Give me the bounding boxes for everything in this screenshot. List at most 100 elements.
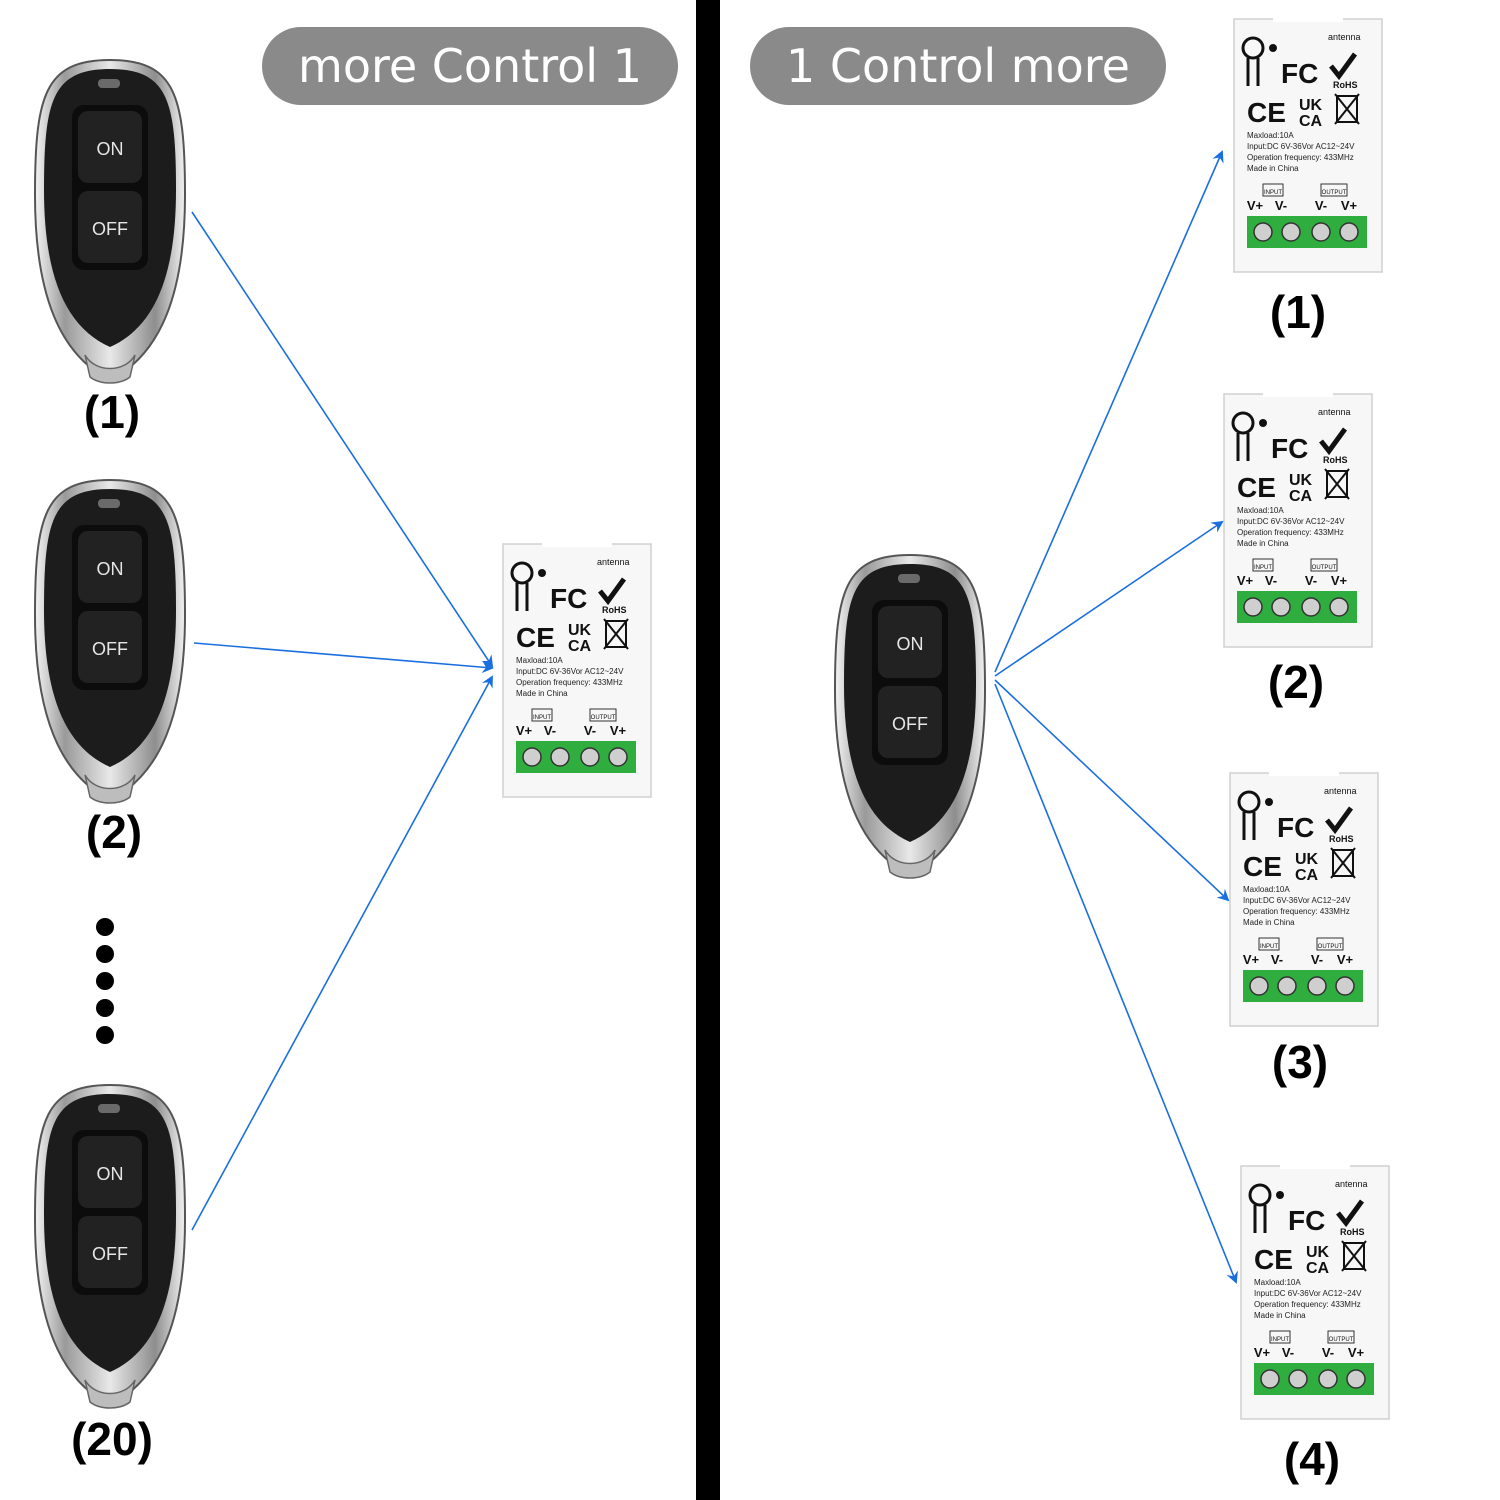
antenna-label: antenna <box>1335 1179 1368 1189</box>
spec-line: Operation frequency: 433MHz <box>1247 153 1354 162</box>
terminal-label: V- <box>584 723 596 738</box>
rohs-mark: RoHS <box>1340 1227 1365 1237</box>
module-graphic: antenna FC RoHS CE UK CA Maxload:10A Inp… <box>1233 16 1383 273</box>
terminal-label: V+ <box>1247 198 1264 213</box>
output-label: OUTPUT <box>1322 190 1347 196</box>
output-label: OUTPUT <box>1318 944 1343 950</box>
arrow-remote1-to-module <box>191 211 494 668</box>
ukca-mark-bottom: CA <box>1295 867 1319 884</box>
rohs-mark: RoHS <box>602 605 627 615</box>
module-graphic: antenna FC RoHS CE UK CA Maxload:10A Inp… <box>1223 391 1373 648</box>
module-label-4: (4) <box>1283 1433 1341 1485</box>
terminal-label: V+ <box>1237 573 1254 588</box>
arrow-remote2-to-module <box>193 642 494 674</box>
ukca-mark-top: UK <box>568 622 592 639</box>
ce-mark: CE <box>1247 97 1286 128</box>
spec-line: Operation frequency: 433MHz <box>1237 528 1344 537</box>
ce-mark: CE <box>1237 472 1276 503</box>
terminal-label: V+ <box>1243 952 1260 967</box>
spec-line: Input:DC 6V-36Vor AC12~24V <box>1247 142 1355 151</box>
terminal-label: V- <box>1271 952 1283 967</box>
terminal-label: V+ <box>1348 1345 1365 1360</box>
arrow-remote20-to-module <box>191 675 493 1231</box>
on-button-label: ON <box>897 634 924 654</box>
fc-mark: FC <box>550 583 587 614</box>
spec-line: Made in China <box>516 689 568 698</box>
spec-line: Input:DC 6V-36Vor AC12~24V <box>516 667 624 676</box>
arrow-remote-to-module1 <box>994 150 1224 673</box>
remote-label-20: (20) <box>71 1413 153 1465</box>
antenna-label: antenna <box>1318 407 1351 417</box>
on-button-label: ON <box>97 139 124 159</box>
ukca-mark-top: UK <box>1289 472 1313 489</box>
receiver-module-2: antenna FC RoHS CE UK CA Maxload:10A Inp… <box>1223 391 1373 652</box>
terminal-label: V+ <box>1331 573 1348 588</box>
right-panel-title-pill: 1 Control more <box>750 27 1166 105</box>
terminal-label: V+ <box>1254 1345 1271 1360</box>
remote-control-2: ON OFF <box>30 475 190 809</box>
output-label: OUTPUT <box>1312 565 1337 571</box>
fc-mark: FC <box>1281 58 1318 89</box>
spec-line: Made in China <box>1254 1311 1306 1320</box>
spec-line: Maxload:10A <box>1254 1278 1301 1287</box>
module-label-3: (3) <box>1271 1036 1329 1088</box>
output-label: OUTPUT <box>591 715 616 721</box>
module-graphic: antenna FC RoHS CE UK CA Maxload:10A Inp… <box>1229 770 1379 1027</box>
off-button-label: OFF <box>92 639 128 659</box>
spec-line: Maxload:10A <box>1247 131 1294 140</box>
remote-graphic: ON OFF <box>33 1083 187 1409</box>
rohs-mark: RoHS <box>1329 834 1354 844</box>
remote-graphic: ON OFF <box>833 553 987 879</box>
spec-line: Operation frequency: 433MHz <box>1243 907 1350 916</box>
remote-control-single: ON OFF <box>830 550 990 884</box>
panel-divider <box>696 0 720 1500</box>
terminal-label: V- <box>1305 573 1317 588</box>
ukca-mark-bottom: CA <box>1306 1260 1330 1277</box>
terminal-label: V+ <box>1341 198 1358 213</box>
antenna-label: antenna <box>597 557 630 567</box>
ce-mark: CE <box>1254 1244 1293 1275</box>
fc-mark: FC <box>1271 433 1308 464</box>
terminal-label: V+ <box>610 723 627 738</box>
ellipsis-dots <box>96 918 116 1053</box>
spec-line: Maxload:10A <box>1237 506 1284 515</box>
receiver-module-4: antenna FC RoHS CE UK CA Maxload:10A Inp… <box>1240 1163 1390 1424</box>
remote-label-2: (2) <box>85 806 143 858</box>
terminal-label: V- <box>1315 198 1327 213</box>
spec-line: Made in China <box>1237 539 1289 548</box>
output-label: OUTPUT <box>1329 1337 1354 1343</box>
input-label: INPUT <box>1271 1337 1289 1343</box>
spec-line: Operation frequency: 433MHz <box>516 678 623 687</box>
off-button-label: OFF <box>92 219 128 239</box>
remote-label-1: (1) <box>83 386 141 438</box>
module-graphic: antenna FC RoHS CE UK CA Maxload:10A Inp… <box>1240 1163 1390 1420</box>
fc-mark: FC <box>1288 1205 1325 1236</box>
module-graphic: antenna FC RoHS CE UK CA Maxload:10A Inp… <box>502 541 652 798</box>
arrow-remote-to-module2 <box>994 520 1224 677</box>
spec-line: Input:DC 6V-36Vor AC12~24V <box>1254 1289 1362 1298</box>
input-label: INPUT <box>533 715 551 721</box>
module-label-2: (2) <box>1267 656 1325 708</box>
on-button-label: ON <box>97 1164 124 1184</box>
spec-line: Operation frequency: 433MHz <box>1254 1300 1361 1309</box>
off-button-label: OFF <box>92 1244 128 1264</box>
terminal-label: V- <box>1265 573 1277 588</box>
terminal-label: V- <box>1275 198 1287 213</box>
antenna-label: antenna <box>1324 786 1357 796</box>
remote-graphic: ON OFF <box>33 58 187 384</box>
ukca-mark-top: UK <box>1306 1244 1330 1261</box>
terminal-label: V- <box>1282 1345 1294 1360</box>
terminal-label: V+ <box>1337 952 1354 967</box>
terminal-label: V+ <box>516 723 533 738</box>
receiver-module-1: antenna FC RoHS CE UK CA Maxload:10A Inp… <box>1233 16 1383 277</box>
input-label: INPUT <box>1264 190 1282 196</box>
arrow-remote-to-module3 <box>994 679 1230 902</box>
module-label-1: (1) <box>1269 286 1327 338</box>
remote-graphic: ON OFF <box>33 478 187 804</box>
spec-line: Input:DC 6V-36Vor AC12~24V <box>1243 896 1351 905</box>
spec-line: Made in China <box>1247 164 1299 173</box>
spec-line: Input:DC 6V-36Vor AC12~24V <box>1237 517 1345 526</box>
input-label: INPUT <box>1260 944 1278 950</box>
remote-control-20: ON OFF <box>30 1080 190 1414</box>
